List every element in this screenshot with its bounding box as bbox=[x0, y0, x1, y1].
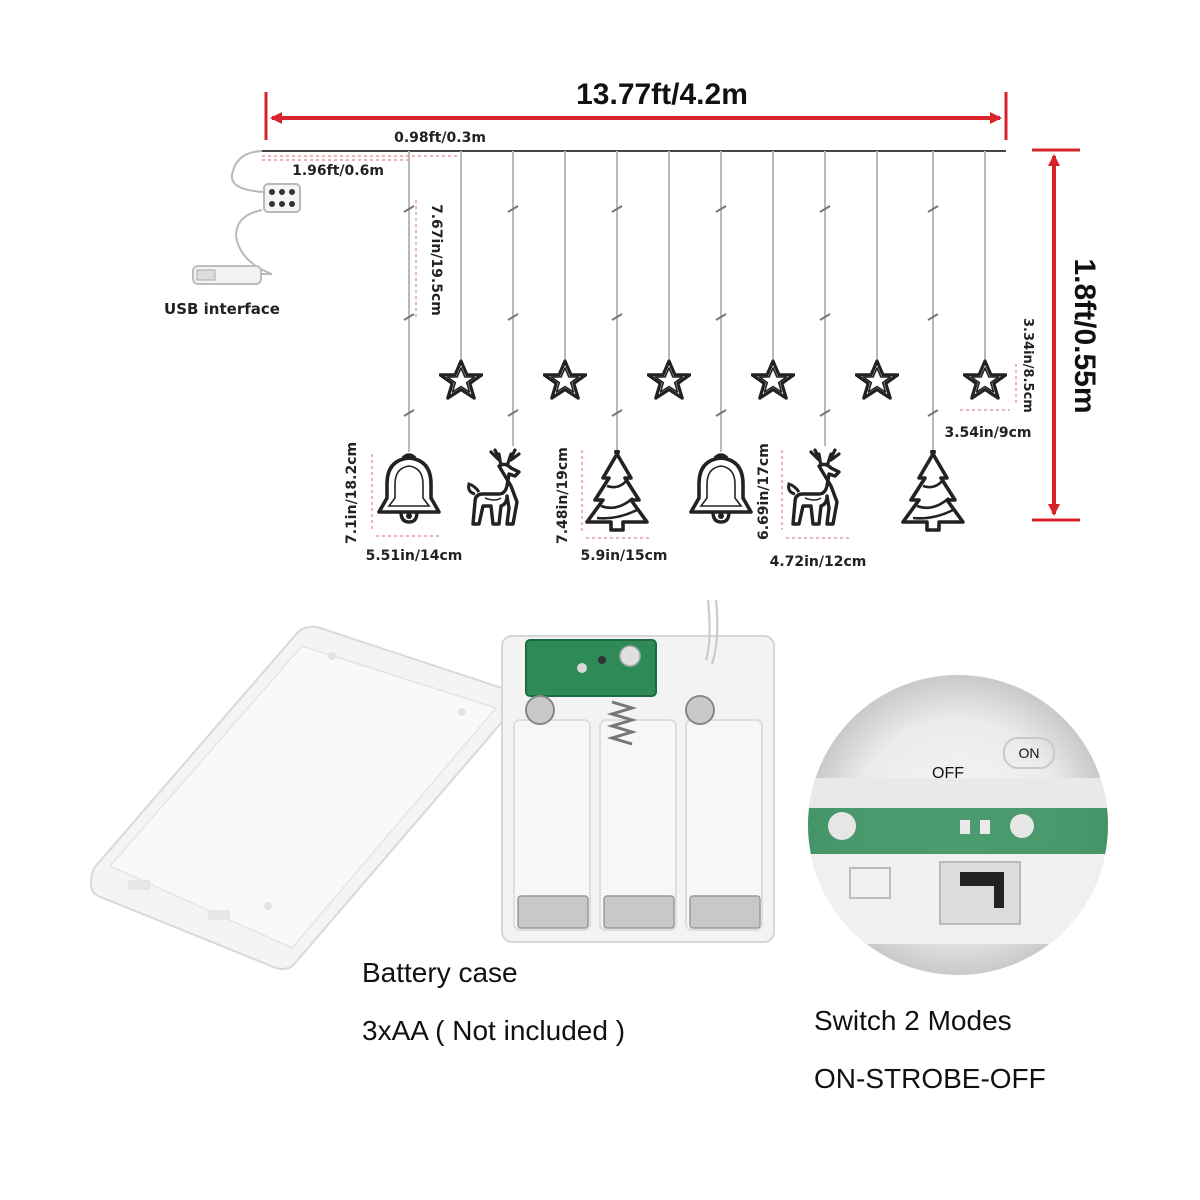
drop-length-label: 7.67in/19.5cm bbox=[428, 204, 444, 316]
deer-width-label: 4.72in/12cm bbox=[770, 554, 867, 570]
tree-width-label: 5.9in/15cm bbox=[580, 548, 667, 564]
height-label: 1.8ft/0.55m bbox=[1068, 258, 1101, 413]
controller-box bbox=[263, 183, 301, 213]
spacing-label: 0.98ft/0.3m bbox=[394, 130, 486, 146]
usb-lead bbox=[192, 150, 301, 285]
deer-height-label: 6.69in/17cm bbox=[756, 443, 772, 540]
total-length-label: 13.77ft/4.2m bbox=[576, 78, 748, 111]
bell-light-icon bbox=[377, 453, 441, 524]
star-light-icon bbox=[647, 359, 691, 400]
lead-wire-label: 1.96ft/0.6m bbox=[292, 163, 384, 179]
star-light-icon bbox=[963, 359, 1007, 400]
bell-light-icon bbox=[689, 453, 753, 524]
switch-on-label: ON bbox=[1019, 745, 1040, 761]
star-width-label: 3.54in/9cm bbox=[944, 425, 1031, 441]
battery-contact bbox=[603, 895, 675, 929]
slide-switch-icon bbox=[960, 872, 1004, 886]
switch-off-label: OFF bbox=[932, 765, 964, 782]
star-light-icon bbox=[439, 359, 483, 400]
battery-case-lid bbox=[89, 625, 517, 971]
usb-interface-label: USB interface bbox=[164, 300, 280, 318]
tree-light-icon bbox=[585, 450, 649, 532]
total-length-dimension bbox=[264, 92, 1008, 140]
tree-height-label: 7.48in/19cm bbox=[555, 447, 571, 544]
reindeer-light-icon bbox=[466, 448, 521, 526]
height-dimension bbox=[1032, 148, 1080, 522]
switch-title: Switch 2 Modes bbox=[814, 1005, 1012, 1036]
star-light-icon bbox=[855, 359, 899, 400]
battery-contact bbox=[517, 895, 589, 929]
star-light-icon bbox=[751, 359, 795, 400]
star-light-icon bbox=[543, 359, 587, 400]
battery-contact bbox=[525, 695, 555, 725]
battery-contact bbox=[685, 695, 715, 725]
battery-case-title: Battery case bbox=[362, 957, 518, 988]
tree-light-icon bbox=[901, 450, 965, 532]
bell-height-label: 7.1in/18.2cm bbox=[344, 442, 360, 544]
bell-width-label: 5.51in/14cm bbox=[366, 548, 463, 564]
battery-case-spec: 3xAA ( Not included ) bbox=[362, 1015, 625, 1046]
reindeer-light-icon bbox=[786, 448, 841, 526]
switch-closeup: OFF ON bbox=[808, 675, 1108, 975]
star-drop-label: 3.34in/8.5cm bbox=[1020, 318, 1035, 413]
battery-contact bbox=[689, 895, 761, 929]
switch-modes: ON-STROBE-OFF bbox=[814, 1063, 1046, 1094]
battery-case-body bbox=[501, 599, 775, 943]
drop-wires bbox=[403, 151, 986, 452]
spring-contact bbox=[606, 700, 638, 746]
